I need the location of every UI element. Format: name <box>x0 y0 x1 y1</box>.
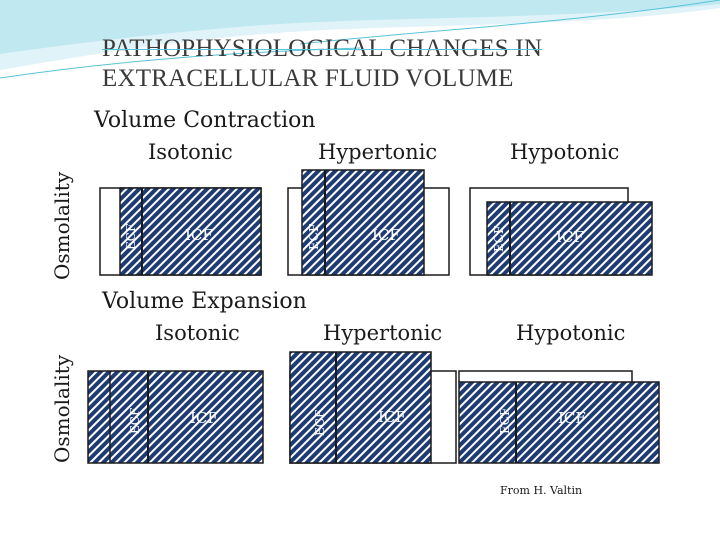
expansion-isotonic-panel: ECF ICF <box>87 370 264 464</box>
contraction-hypertonic-icf-label: ICF <box>372 226 400 244</box>
contraction-hypertonic-fill <box>301 169 425 276</box>
header-banner-decoration <box>0 0 720 79</box>
contraction-hypertonic-label: Hypertonic <box>318 140 438 164</box>
expansion-heading: Volume Expansion <box>102 289 307 314</box>
panel-original-outline <box>458 370 633 382</box>
expansion-hypertonic-fill <box>289 351 432 464</box>
expansion-isotonic-label: Isotonic <box>155 321 240 345</box>
contraction-isotonic-icf-label: ICF <box>185 226 213 244</box>
expansion-isotonic-fill <box>87 370 264 464</box>
expansion-hypertonic-icf-label: ICF <box>378 408 406 426</box>
title-line-1: PATHOPHYSIOLOGICAL CHANGES IN <box>102 35 543 62</box>
contraction-isotonic-ecf-label: ECF <box>124 224 138 250</box>
expansion-hypotonic-panel: ECF ICF <box>458 370 660 464</box>
expansion-hypotonic-ecf-label: ECF <box>498 408 512 434</box>
expansion-hypotonic-label: Hypotonic <box>516 321 626 345</box>
contraction-hypotonic-ecf-label: ECF <box>492 226 506 252</box>
page-title: PATHOPHYSIOLOGICAL CHANGES IN EXTRACELLU… <box>102 34 662 94</box>
contraction-heading: Volume Contraction <box>94 108 316 133</box>
expansion-hypertonic-panel: ECF ICF <box>289 351 457 464</box>
contraction-hypotonic-fill <box>486 201 653 276</box>
title-line-2: EXTRACELLULAR FLUID VOLUME <box>102 65 514 92</box>
expansion-hypertonic-label: Hypertonic <box>323 321 443 345</box>
contraction-isotonic-label: Isotonic <box>148 140 233 164</box>
expansion-hypotonic-fill <box>458 381 660 464</box>
contraction-hypotonic-icf-label: ICF <box>556 228 584 246</box>
contraction-isotonic-fill <box>119 187 262 276</box>
expansion-hypotonic-icf-label: ICF <box>558 409 586 427</box>
contraction-hypertonic-ecf-label: ECF <box>307 224 321 250</box>
contraction-hypertonic-panel: ECF ICF <box>287 169 450 276</box>
source-credit: From H. Valtin <box>500 484 583 497</box>
contraction-isotonic-panel: ECF ICF <box>99 187 262 276</box>
expansion-isotonic-ecf-label: ECF <box>128 408 142 434</box>
expansion-hypertonic-ecf-label: ECF <box>313 410 327 436</box>
expansion-isotonic-icf-label: ICF <box>190 409 218 427</box>
contraction-hypotonic-panel: ECF ICF <box>469 187 653 276</box>
contraction-hypotonic-label: Hypotonic <box>510 140 620 164</box>
